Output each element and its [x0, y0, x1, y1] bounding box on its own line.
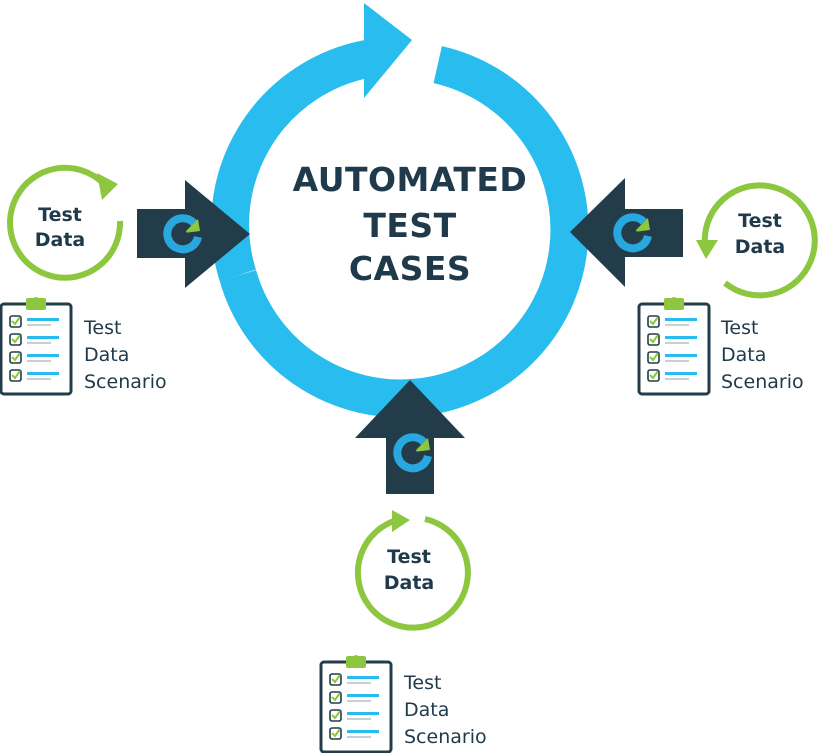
- cycle-arrow-icon: [211, 3, 589, 418]
- left-input-arrow: [137, 180, 250, 288]
- center-title-line-2: TEST: [363, 206, 456, 245]
- right-test-data-line-2: Data: [735, 236, 786, 258]
- bottom-test-data-cycle: Test Data: [354, 510, 471, 631]
- right-input-arrow: [570, 178, 683, 287]
- center-title-line-3: CASES: [349, 249, 471, 288]
- right-scenario-line-3: Scenario: [721, 371, 804, 393]
- left-scenario-line-2: Data: [84, 344, 129, 366]
- right-test-data-line-1: Test: [738, 210, 782, 232]
- clipboard-checklist-icon: [0, 295, 73, 396]
- bottom-test-data-line-1: Test: [387, 546, 431, 568]
- right-scenario-line-1: Test: [720, 317, 758, 339]
- clipboard-checklist-icon: [319, 653, 393, 753]
- left-scenario-line-1: Test: [83, 317, 121, 339]
- refresh-cycle-icon: [7, 164, 124, 281]
- left-test-data-line-2: Data: [35, 229, 86, 251]
- bottom-scenario-line-1: Test: [403, 672, 441, 694]
- right-scenario-line-2: Data: [721, 344, 766, 366]
- left-scenario-line-3: Scenario: [84, 371, 167, 393]
- refresh-cycle-icon: [701, 182, 818, 299]
- bottom-scenario-line-3: Scenario: [404, 726, 487, 748]
- left-test-data-line-1: Test: [38, 204, 82, 226]
- bottom-scenario-line-2: Data: [404, 699, 449, 721]
- bottom-test-data-line-2: Data: [384, 572, 435, 594]
- clipboard-checklist-icon: [637, 295, 711, 396]
- left-test-data-cycle: Test Data: [7, 164, 124, 281]
- refresh-cycle-icon: [354, 516, 471, 631]
- right-test-data-cycle: Test Data: [696, 182, 818, 299]
- center-title-line-1: AUTOMATED: [293, 160, 528, 199]
